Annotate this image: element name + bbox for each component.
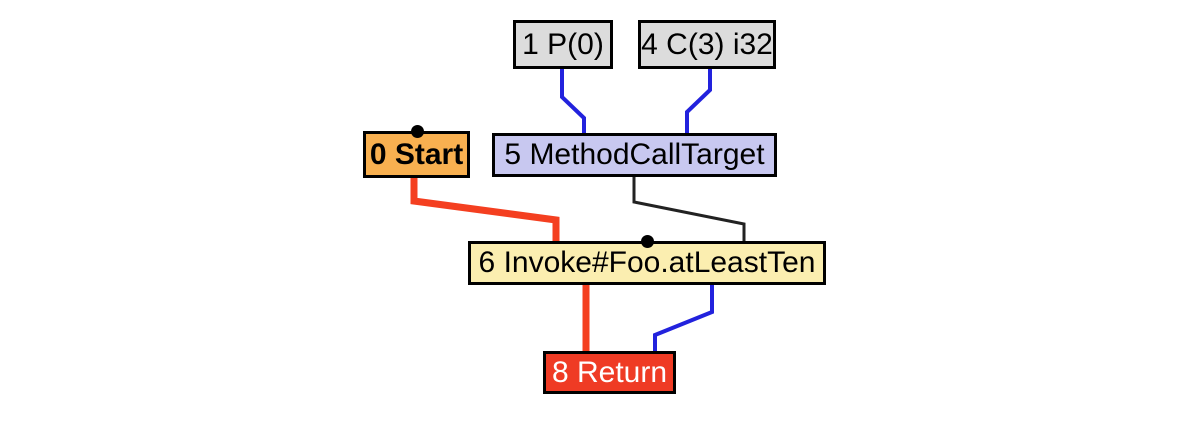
node-port-dot[interactable] (411, 125, 424, 138)
graph-node-label: 5 MethodCallTarget (504, 138, 765, 171)
graph-edge-data[interactable] (560, 69, 586, 133)
graph-node-label: 6 Invoke#Foo.atLeastTen (478, 246, 816, 279)
node-port-dot[interactable] (641, 235, 654, 248)
graph-edge-association[interactable] (632, 177, 746, 241)
graph-node-parameter[interactable]: 1 P(0) (513, 20, 613, 69)
graph-node-call-target[interactable]: 5 MethodCallTarget (492, 133, 777, 177)
graph-node-constant[interactable]: 4 C(3) i32 (638, 20, 776, 69)
graph-node-label: 1 P(0) (522, 27, 604, 61)
graph-node-return[interactable]: 8 Return (543, 351, 676, 394)
graph-node-label: 8 Return (551, 355, 668, 389)
graph-node-label: 0 Start (369, 137, 464, 171)
graph-node-label: 4 C(3) i32 (641, 27, 773, 61)
graph-node-start[interactable]: 0 Start (363, 131, 470, 178)
graph-edge-data[interactable] (685, 69, 712, 133)
graph-node-invoke[interactable]: 6 Invoke#Foo.atLeastTen (468, 241, 826, 285)
graph-edge-control[interactable] (410, 178, 560, 241)
graph-edge-data[interactable] (653, 285, 714, 351)
